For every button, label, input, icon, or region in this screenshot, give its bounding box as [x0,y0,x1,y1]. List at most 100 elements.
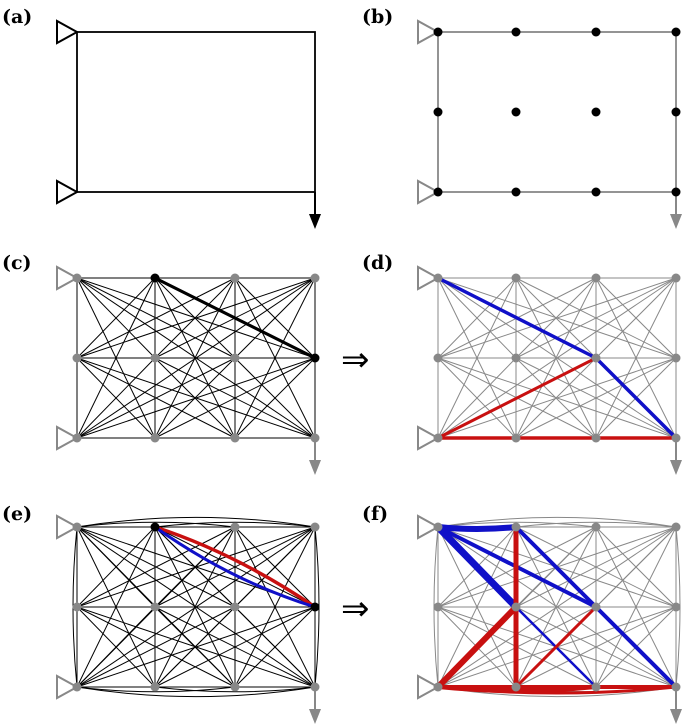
implies-arrow-cd: ⇒ [341,340,370,380]
panel-label-a: (a) [2,6,32,28]
load-arrow-icon [670,709,682,724]
pin-support-icon [417,514,441,540]
ground-bar [154,686,316,693]
node [150,353,160,363]
pin-support-icon [417,19,441,45]
ground-bar [515,606,677,688]
ground-bar [76,357,316,439]
node [72,353,82,363]
ground-bar [76,526,236,608]
load-arrow-icon [670,214,682,229]
ground-bar [76,526,316,608]
ground-bar [76,357,156,439]
node [230,522,240,532]
ground-bar [154,526,316,608]
node [230,602,240,612]
highlighted-bar [153,276,317,360]
ground-bar [515,526,677,608]
pin-support-icon [417,265,441,291]
ground-bar [76,686,236,693]
design-domain-boundary [437,31,677,193]
ground-bar [515,277,677,359]
ground-bar [234,357,316,439]
highlighted-node [310,353,320,363]
load-arrow-icon [309,460,321,475]
tension-member [514,605,598,689]
compression-member [435,524,519,532]
compression-member [514,525,598,609]
node [511,682,521,692]
implies-arrow-ef: ⇒ [341,589,370,629]
node [511,27,521,37]
node [511,522,521,532]
node [511,107,521,117]
highlighted-node [310,602,320,612]
pin-support-icon [56,514,80,540]
panel-c-ground-structure [56,265,321,475]
node [671,273,681,283]
node [433,602,443,612]
node [433,107,443,117]
highlighted-node [150,522,160,532]
node [591,107,601,117]
ground-bar [76,526,156,608]
pin-support-icon [56,425,80,451]
panel-d-optimized-truss [417,265,682,475]
node [433,187,443,197]
ground-bar [76,277,236,359]
node [671,602,681,612]
ground-bar [437,357,517,439]
node [72,682,82,692]
node [230,353,240,363]
node [671,107,681,117]
ground-bar [76,277,156,359]
ground-bar [154,521,316,528]
node [150,602,160,612]
ground-bar [595,277,677,359]
node [433,27,443,37]
node [591,273,601,283]
panel-b-node-grid [417,19,682,229]
panel-label-b: (b) [362,6,393,28]
ground-bar [76,357,236,439]
load-arrow-icon [670,460,682,475]
node [591,682,601,692]
ground-bar [76,521,236,528]
tension-member [436,685,678,695]
ground-bar [437,357,677,439]
node [591,433,601,443]
panel-label-e: (e) [2,503,32,525]
node [150,682,160,692]
ground-bar [154,606,316,688]
node [433,353,443,363]
node [72,602,82,612]
node [230,682,240,692]
node [72,522,82,532]
node [591,602,601,612]
node [150,433,160,443]
node [310,522,320,532]
node [671,522,681,532]
node [433,273,443,283]
ground-bar [76,686,316,698]
pin-support-icon [56,19,80,45]
ground-bar [437,521,597,528]
node [310,433,320,443]
ground-bar [234,606,316,688]
node [671,187,681,197]
node [310,682,320,692]
pin-support-icon [56,179,80,205]
node [591,522,601,532]
pin-support-icon [417,425,441,451]
node [72,273,82,283]
node [230,433,240,443]
ground-bar [234,277,316,359]
pin-support-icon [56,265,80,291]
design-domain-boundary [76,31,316,193]
node [591,187,601,197]
ground-bar [76,516,316,528]
node [671,682,681,692]
ground-bar [76,606,316,688]
panel-a-design-domain [56,19,321,229]
